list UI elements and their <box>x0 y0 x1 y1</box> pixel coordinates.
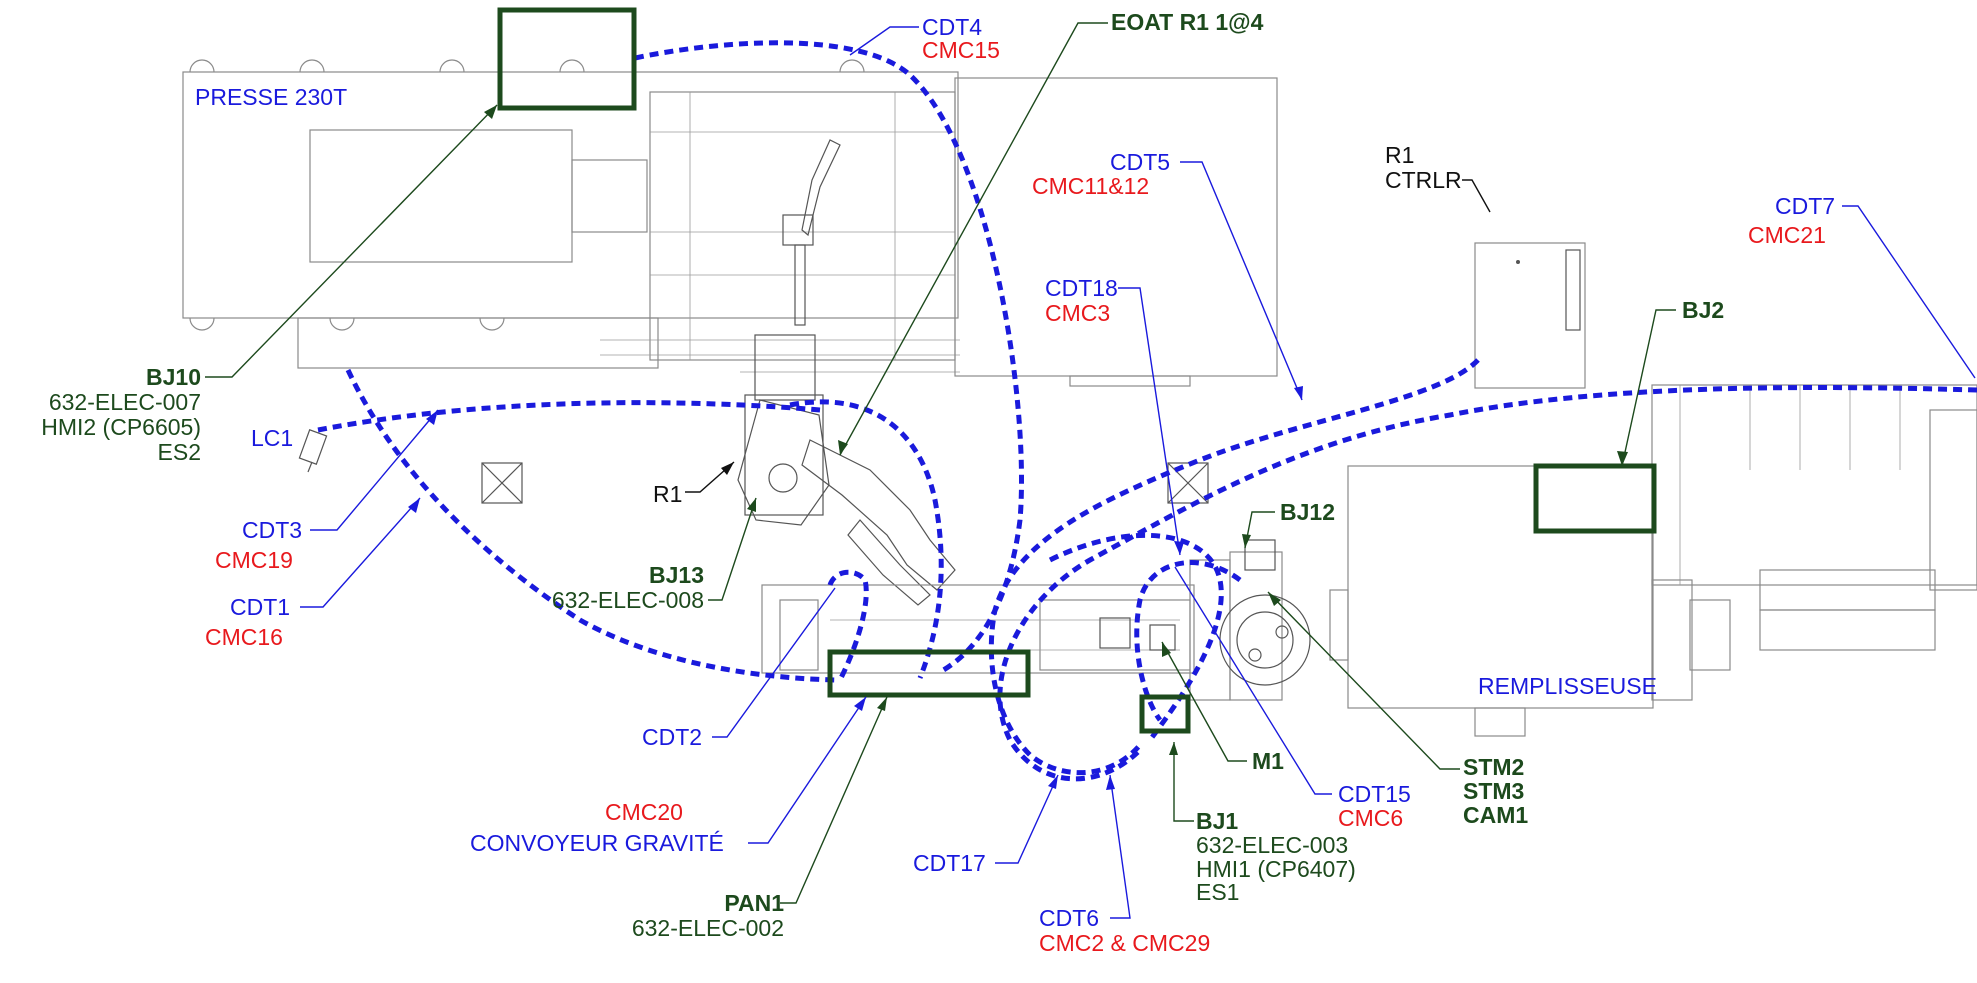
leader-cdt6 <box>1109 774 1131 919</box>
leader-cdt17 <box>995 774 1059 864</box>
lc1-device <box>298 429 328 473</box>
leader-cdt1 <box>300 497 421 608</box>
leader-r1-ctrlr <box>1462 179 1491 213</box>
bj-box-bj2 <box>1533 463 1657 534</box>
cam1-label: CAM1 <box>1463 802 1528 828</box>
pan1-label: PAN1 <box>724 890 784 916</box>
bj1-hmi: HMI1 (CP6407) <box>1196 856 1356 882</box>
eoat-label: EOAT R1 1@4 <box>1111 9 1264 35</box>
cable-route-cdt18 <box>1134 560 1242 722</box>
cable-route-eoat <box>789 399 944 679</box>
cdt6-label: CDT6 <box>1039 905 1099 931</box>
bj-box-bj1 <box>1139 694 1191 734</box>
leader-eoat <box>839 22 1108 456</box>
r1-ctrlr-title: R1 <box>1385 142 1414 168</box>
cdt18-label: CDT18 <box>1045 275 1118 301</box>
cdt4-label: CDT4 <box>922 14 982 40</box>
x-marker <box>481 462 523 504</box>
cmc11-12-label: CMC11&12 <box>1032 173 1149 199</box>
cmc19-label: CMC19 <box>215 547 293 573</box>
leader-bj12 <box>1244 511 1275 549</box>
cable-route-cdt2 <box>827 569 869 682</box>
cmc15-label: CMC15 <box>922 37 1000 63</box>
cable-route-cdt6 <box>1048 532 1224 742</box>
bj10-es: ES2 <box>158 439 201 465</box>
bj10-ref: 632-ELEC-007 <box>49 389 201 415</box>
leader-cdt5 <box>1180 161 1303 401</box>
cable-route-cdt1 <box>345 368 836 683</box>
lc1-label: LC1 <box>251 425 293 451</box>
leader-cdt2 <box>712 587 836 738</box>
leader-m1 <box>1161 641 1247 762</box>
bj13-label: BJ13 <box>649 562 704 588</box>
leader-stm <box>1267 591 1460 770</box>
conveyor-label: CONVOYEUR GRAVITÉ <box>470 830 724 856</box>
m1-label: M1 <box>1252 748 1284 774</box>
cable-route-cdt3 <box>317 400 821 433</box>
leader-bj10 <box>205 104 498 378</box>
cmc21-label: CMC21 <box>1748 222 1826 248</box>
bj10-hmi: HMI2 (CP6605) <box>41 414 201 440</box>
leader-cdt4 <box>849 26 919 56</box>
leader-pan1 <box>780 696 888 904</box>
cmc16-label: CMC16 <box>205 624 283 650</box>
leader-cdt7 <box>1842 205 1976 379</box>
cmc2-29-label: CMC2 & CMC29 <box>1039 930 1210 956</box>
x-marker <box>1167 462 1209 504</box>
cable-route-cdt7 <box>997 385 1977 782</box>
leader-bj13 <box>708 497 757 601</box>
bj1-label: BJ1 <box>1196 808 1238 834</box>
bj-box-bj10 <box>497 7 637 111</box>
cdt3-label: CDT3 <box>242 517 302 543</box>
leader-cdt3 <box>310 409 439 531</box>
bj2-label: BJ2 <box>1682 297 1724 323</box>
cdt1-label: CDT1 <box>230 594 290 620</box>
leader-cdt15 <box>1174 566 1332 795</box>
bj1-ref: 632-ELEC-003 <box>1196 832 1348 858</box>
stm3-label: STM3 <box>1463 778 1524 804</box>
press-area-label: PRESSE 230T <box>195 84 347 110</box>
cdt7-label: CDT7 <box>1775 193 1835 219</box>
cmc20-label: CMC20 <box>605 799 683 825</box>
bj12-label: BJ12 <box>1280 499 1335 525</box>
pan1-ref: 632-ELEC-002 <box>632 915 784 941</box>
cdt15-label: CDT15 <box>1338 781 1411 807</box>
robot-r1 <box>737 334 956 606</box>
cdt2-label: CDT2 <box>642 724 702 750</box>
leader-cdt18 <box>1118 287 1181 556</box>
cdt5-label: CDT5 <box>1110 149 1170 175</box>
cdt17-label: CDT17 <box>913 850 986 876</box>
stm2-label: STM2 <box>1463 754 1524 780</box>
cmc3-label: CMC3 <box>1045 300 1110 326</box>
r1-ctrlr-sub: CTRLR <box>1385 167 1462 193</box>
r1-label: R1 <box>653 481 682 507</box>
controller-cabinet <box>1474 242 1586 389</box>
leader-bj2 <box>1621 309 1676 467</box>
bj13-ref: 632-ELEC-008 <box>552 587 704 613</box>
bj-box-pan1 <box>827 649 1031 698</box>
leader-r1 <box>685 461 735 493</box>
cmc6-label: CMC6 <box>1338 805 1403 831</box>
bj10-label: BJ10 <box>146 364 201 390</box>
bj1-es: ES1 <box>1196 879 1239 905</box>
leader-conveyor <box>748 696 867 844</box>
press-machine <box>182 59 1278 387</box>
leader-bj1 <box>1173 742 1194 822</box>
filler-area-label: REMPLISSEUSE <box>1478 673 1657 699</box>
cable-route-cdt5 <box>988 358 1480 776</box>
